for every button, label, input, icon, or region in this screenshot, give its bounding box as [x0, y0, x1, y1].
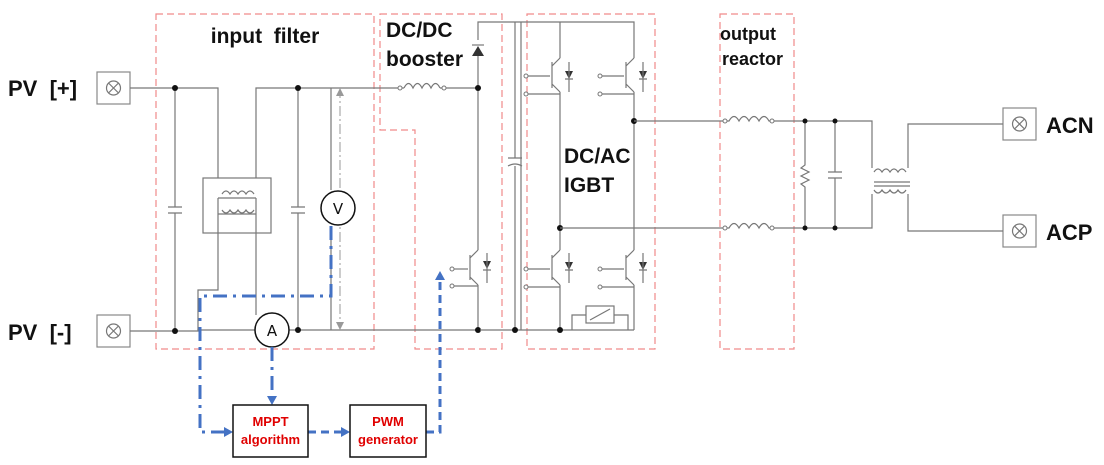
voltmeter-label: V [333, 200, 344, 218]
pv-minus-label: PV [-] [8, 320, 72, 345]
terminal-pv-minus [96, 314, 131, 348]
pwm-generator-box: PWM generator [349, 404, 427, 458]
mppt-algorithm-box: MPPT algorithm [232, 404, 309, 458]
output-label-line1: output [720, 24, 776, 44]
output-label-line2: reactor [722, 49, 783, 69]
dcdc-label-line1: DC/DC [386, 19, 453, 42]
dcdc-booster-circuit [397, 21, 515, 333]
pv-plus-label: PV [+] [8, 76, 77, 101]
input-filter-label: input filter [211, 25, 320, 48]
dcdc-label-line2: booster [386, 48, 463, 71]
terminal-acp [1002, 214, 1037, 248]
terminal-pv-plus [96, 71, 131, 105]
output-reactor-block [719, 13, 795, 350]
pwm-label-line1: PWM [372, 414, 404, 429]
voltmeter: V [320, 190, 356, 226]
igbt-bridge [523, 21, 722, 333]
dcdc-booster-block [379, 13, 503, 350]
terminal-acn [1002, 107, 1037, 141]
pwm-label-line2: generator [358, 432, 418, 447]
acn-label: ACN [1046, 113, 1094, 138]
ammeter-label: A [267, 322, 278, 340]
output-filter-circuit [722, 115, 1003, 232]
control-signal-paths [198, 226, 445, 437]
dcac-label-line1: DC/AC [564, 145, 631, 168]
dcac-label-line2: IGBT [564, 174, 614, 197]
acp-label: ACP [1046, 220, 1092, 245]
mppt-label-line1: MPPT [252, 414, 288, 429]
mppt-label-line2: algorithm [241, 432, 300, 447]
ammeter: A [254, 312, 290, 348]
input-filter-block [155, 13, 375, 350]
